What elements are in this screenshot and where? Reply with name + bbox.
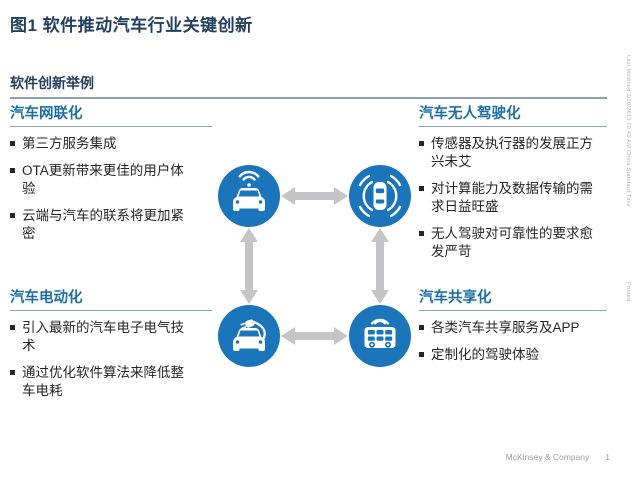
bullet-list-electric: 引入最新的汽车电子电气技术通过优化软件算法来降低整车电耗 (10, 319, 212, 400)
bullet-square-icon (10, 141, 15, 146)
connected-car-wifi-icon (233, 170, 265, 211)
bullet-square-icon (10, 213, 15, 218)
arrow-bottom-horizontal (281, 327, 348, 345)
electric-car-node (218, 305, 280, 367)
slide-footer: McKinsey & Company 1 (440, 452, 610, 462)
arrow-right-vertical (371, 228, 389, 304)
electric-car-plug-icon (233, 319, 266, 351)
bullet-text: OTA更新带来更佳的用户体验 (22, 163, 184, 196)
bullet-square-icon (10, 325, 15, 330)
bullet-item: 传感器及执行器的发展正方兴未艾 (419, 135, 607, 171)
bullet-list-connected: 第三方服务集成 OTA更新带来更佳的用户体验云端与汽车的联系将更加紧密 (10, 135, 212, 243)
bullet-text: 第三方服务集成 (22, 136, 117, 151)
page-number: 1 (605, 452, 610, 462)
company-name: McKinsey & Company (505, 452, 590, 462)
bullet-text: 各类汽车共享服务及APP (431, 320, 580, 335)
bullet-text: 定制化的驾驶体验 (431, 347, 539, 362)
center-diagram (218, 165, 411, 367)
bullet-item: 对计算能力及数据传输的需求日益旺盛 (419, 180, 607, 216)
bullet-text: 传感器及执行器的发展正方兴未艾 (431, 136, 593, 169)
quadrant-electric-car: 汽车电动化 引入最新的汽车电子电气技术通过优化软件算法来降低整车电耗 (10, 286, 212, 409)
bullet-item: 云端与汽车的联系将更加紧密 (10, 207, 212, 243)
bullet-text: 无人驾驶对可靠性的要求愈发严苛 (431, 226, 593, 259)
autonomous-car-node (349, 165, 411, 227)
bullet-item: 通过优化软件算法来降低整车电耗 (10, 364, 212, 400)
quadrant-heading-connected: 汽车网联化 (10, 102, 212, 127)
bullet-list-sharing: 各类汽车共享服务及APP 定制化的驾驶体验 (419, 319, 607, 364)
bullet-item: 无人驾驶对可靠性的要求愈发严苛 (419, 225, 607, 261)
bullet-item: 各类汽车共享服务及APP (419, 319, 607, 337)
bullet-square-icon (10, 168, 15, 173)
arrow-left-vertical (240, 228, 258, 304)
bullet-square-icon (10, 370, 15, 375)
quadrant-heading-autonomous: 汽车无人驾驶化 (419, 102, 607, 127)
connected-car-node (218, 165, 280, 227)
bullet-square-icon (419, 325, 424, 330)
bullet-text: 通过优化软件算法来降低整车电耗 (22, 365, 184, 398)
bullet-item: 定制化的驾驶体验 (419, 346, 607, 364)
autonomous-car-radar-icon (358, 174, 402, 218)
arrow-top-horizontal (281, 187, 348, 205)
quadrant-car-sharing: 汽车共享化 各类汽车共享服务及APP 定制化的驾驶体验 (419, 286, 607, 373)
quadrant-connected-car: 汽车网联化 第三方服务集成 OTA更新带来更佳的用户体验云端与汽车的联系将更加紧密 (10, 102, 212, 252)
bullet-square-icon (419, 141, 424, 146)
bullet-item: OTA更新带来更佳的用户体验 (10, 162, 212, 198)
shared-bus-wifi-icon (364, 318, 396, 348)
bullet-item: 引入最新的汽车电子电气技术 (10, 319, 212, 355)
bullet-text: 引入最新的汽车电子电气技术 (22, 320, 184, 353)
edge-printed-text: Printed (625, 282, 631, 302)
page-title: 图1 软件推动汽车行业关键创新 (10, 16, 253, 35)
bullet-square-icon (419, 186, 424, 191)
bullet-square-icon (419, 231, 424, 236)
bullet-square-icon (419, 352, 424, 357)
bullet-item: 第三方服务集成 (10, 135, 212, 153)
edge-timestamp-text: Last Modified 1/20/2013 10:40 AM China S… (625, 55, 631, 208)
quadrant-autonomous-driving: 汽车无人驾驶化 传感器及执行器的发展正方兴未艾对计算能力及数据传输的需求日益旺盛… (419, 102, 607, 270)
quadrant-heading-sharing: 汽车共享化 (419, 286, 607, 311)
section-heading: 软件创新举例 (10, 73, 607, 99)
bullet-text: 云端与汽车的联系将更加紧密 (22, 208, 184, 241)
bullet-text: 对计算能力及数据传输的需求日益旺盛 (431, 181, 593, 214)
shared-bus-node (349, 305, 411, 367)
quadrant-heading-electric: 汽车电动化 (10, 286, 212, 311)
bullet-list-autonomous: 传感器及执行器的发展正方兴未艾对计算能力及数据传输的需求日益旺盛无人驾驶对可靠性… (419, 135, 607, 261)
